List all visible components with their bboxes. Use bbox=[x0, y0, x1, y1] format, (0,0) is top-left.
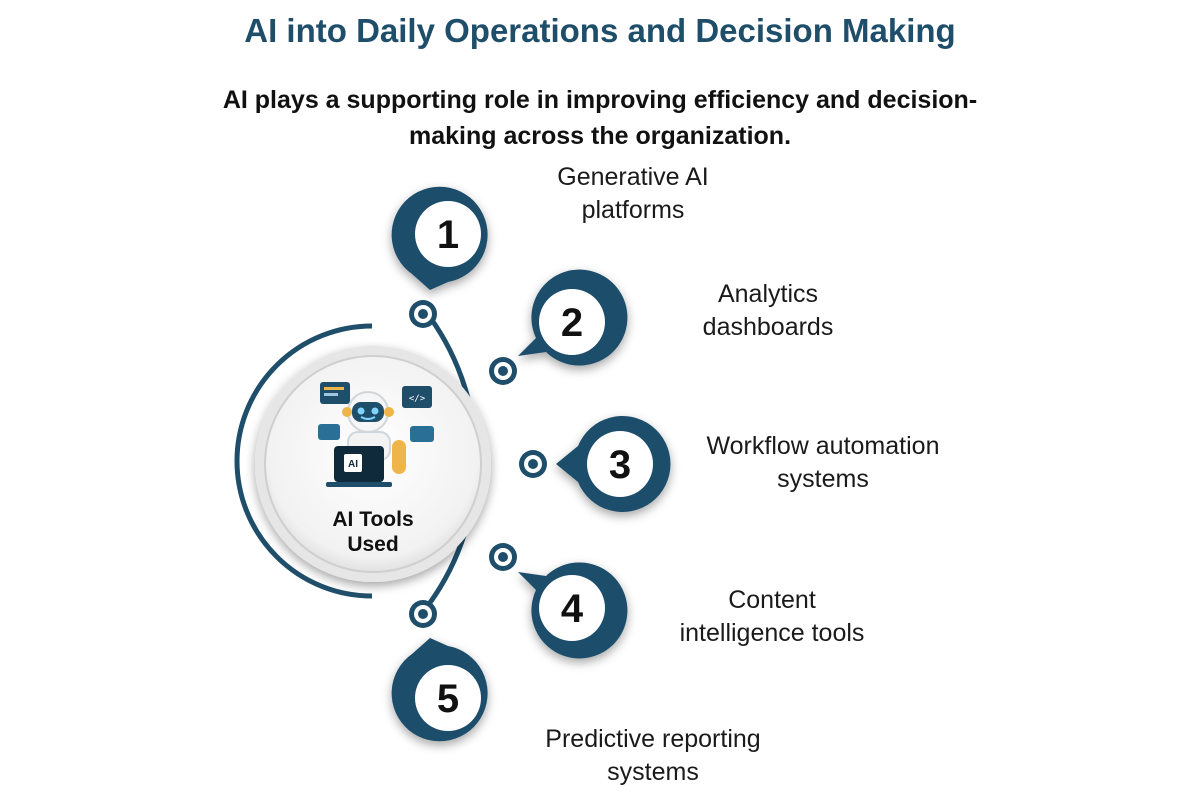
step-label-2-line1: Analytics bbox=[717, 280, 819, 308]
step-number-3: 3 bbox=[609, 443, 631, 487]
svg-text:</>: </> bbox=[409, 394, 426, 404]
step-marker-1: 1 bbox=[391, 186, 488, 290]
page-title: AI into Daily Operations and Decision Ma… bbox=[244, 12, 956, 49]
step-number-4: 4 bbox=[561, 587, 584, 631]
arc-node-1 bbox=[409, 300, 437, 328]
ai-chip-label: AI bbox=[348, 459, 358, 470]
step-label-2-line2: dashboards bbox=[702, 313, 834, 341]
step-label-1: Generative AI platforms bbox=[468, 161, 798, 227]
center-label-line2: Used bbox=[347, 533, 398, 556]
robot-illustration: </> AI bbox=[318, 382, 434, 487]
step-marker-3: 3 bbox=[556, 416, 671, 513]
arc-node-3 bbox=[519, 450, 547, 478]
center-label-line1: AI Tools bbox=[332, 508, 413, 531]
step-label-1-line2: platforms bbox=[581, 196, 685, 224]
arc-node-4 bbox=[489, 543, 517, 571]
step-label-5: Predictive reporting systems bbox=[488, 723, 818, 789]
step-label-3: Workflow automation systems bbox=[658, 430, 988, 496]
step-label-4-line2: intelligence tools bbox=[679, 619, 865, 647]
step-label-3-line1: Workflow automation bbox=[706, 432, 940, 460]
step-label-4: Content intelligence tools bbox=[607, 584, 937, 650]
step-marker-2: 2 bbox=[518, 269, 628, 366]
step-label-5-line1: Predictive reporting bbox=[545, 725, 761, 753]
page-subtitle: AI plays a supporting role in improving … bbox=[222, 86, 978, 150]
step-marker-4: 4 bbox=[518, 562, 628, 659]
arc-node-5 bbox=[409, 600, 437, 628]
step-label-5-line2: systems bbox=[607, 758, 699, 786]
step-marker-5: 5 bbox=[391, 638, 488, 742]
center-hub: </> AI AI Tools Used bbox=[255, 346, 491, 582]
step-label-3-line2: systems bbox=[777, 465, 869, 493]
step-label-2: Analytics dashboards bbox=[603, 278, 933, 344]
step-number-1: 1 bbox=[437, 213, 459, 257]
step-number-2: 2 bbox=[561, 301, 583, 345]
step-label-1-line1: Generative AI bbox=[557, 163, 709, 191]
step-label-4-line1: Content bbox=[728, 586, 816, 614]
left-arc bbox=[234, 323, 373, 599]
step-number-5: 5 bbox=[437, 677, 459, 721]
arc-node-2 bbox=[489, 357, 517, 385]
